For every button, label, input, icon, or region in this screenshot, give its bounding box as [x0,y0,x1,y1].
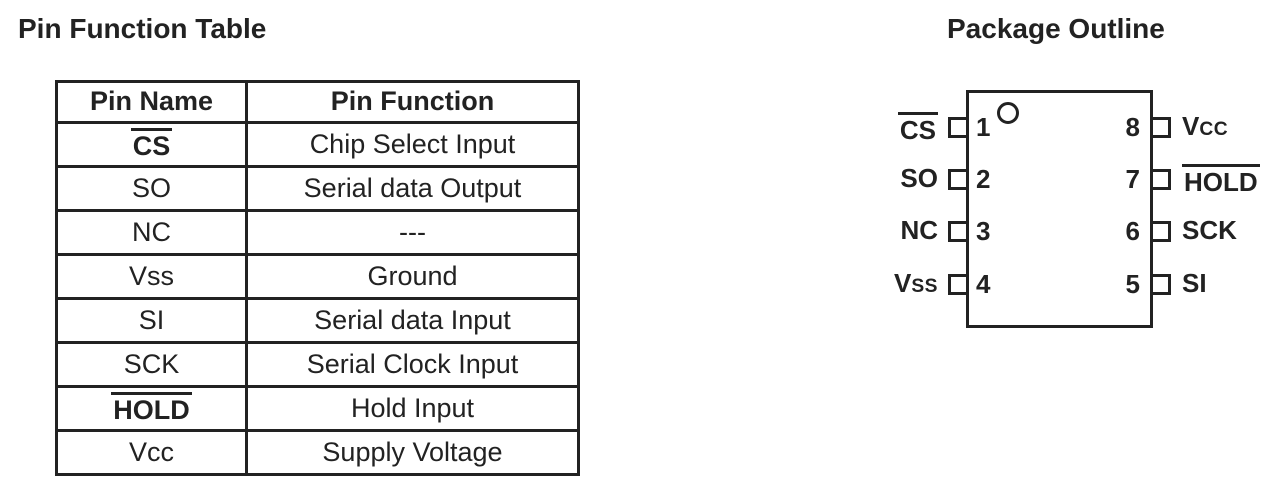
table-row: SI Serial data Input [55,297,580,344]
pin-name-cell: SCK [55,341,248,388]
pin-label-text: SI [138,304,165,335]
pin-function-cell: Serial data Output [245,165,580,212]
pin-label: SI [1182,269,1207,297]
pin-square [948,221,969,242]
pin-number: 4 [976,269,991,299]
pin-name-header: Pin Name [55,80,248,124]
pin-function-cell: Supply Voltage [245,429,580,476]
pin-number: 6 [1125,216,1140,246]
pin-label: NC [790,216,938,244]
pin-function-cell: --- [245,209,580,256]
pin-name-cell: SI [55,297,248,344]
pin-square [948,117,969,138]
pin-label: CS [790,112,938,144]
pin-label: HOLD [1182,164,1260,196]
pin-function-cell: Ground [245,253,580,300]
pin-label-text: HOLD [111,391,192,425]
pin-label-text: SO [131,172,171,203]
table-row: CS Chip Select Input [55,121,580,168]
pin-number: 5 [1125,269,1140,299]
pin-label-text: SI [1182,268,1207,298]
pin-square [1150,221,1171,242]
pin-label-text: Vss [893,268,938,298]
pin-label-text: Vcc [1182,111,1229,141]
pin-label-text: HOLD [1182,164,1260,196]
pin-square [1150,169,1171,190]
pin-square [948,169,969,190]
pin-1-indicator-circle [997,102,1019,124]
pin-function-header: Pin Function [245,80,580,124]
pin-name-cell: Vcc [55,429,248,476]
pin-function-cell: Serial Clock Input [245,341,580,388]
pin-label: SO [790,164,938,192]
package-outline-title: Package Outline [947,13,1165,44]
pin-label: Vcc [1182,112,1228,144]
pin-function-table-title: Pin Function Table [18,13,267,44]
pin-label-text: SCK [123,348,180,379]
pin-function-cell: Serial data Input [245,297,580,344]
ic-body [966,90,1153,328]
pin-label-text: NC [900,215,938,245]
pin-label-text: NC [132,216,171,247]
pin-number: 2 [976,164,991,194]
pin-name-cell: NC [55,209,248,256]
pin-label-text: CS [130,127,173,161]
pin-number: 3 [976,216,991,246]
pin-function-table: Pin Name Pin Function CS Chip Select Inpu… [55,80,580,476]
pin-label-smallcaps: cc [1199,119,1229,140]
pin-number: 7 [1125,164,1140,194]
pin-label: Vss [790,269,938,301]
pin-label-text: Vcc [128,436,174,467]
pin-label: SCK [1182,216,1237,244]
table-header-row: Pin Name Pin Function [55,80,580,124]
pin-function-cell: Chip Select Input [245,121,580,168]
table-row: Vss Ground [55,253,580,300]
pin-label-text: Vss [128,260,174,291]
pin-label-text: SCK [1182,215,1237,245]
pin-square [1150,117,1171,138]
pin-function-cell: Hold Input [245,385,580,432]
pin-label-text: CS [897,112,938,144]
pin-label-smallcaps: ss [911,276,938,297]
table-row: SCK Serial Clock Input [55,341,580,388]
table-row: Vcc Supply Voltage [55,429,580,476]
pin-square [948,274,969,295]
pin-name-cell: CS [55,121,248,168]
table-row: HOLD Hold Input [55,385,580,432]
pin-number: 1 [976,112,991,142]
pin-name-cell: HOLD [55,385,248,432]
table-row: SO Serial data Output [55,165,580,212]
pin-square [1150,274,1171,295]
pin-number: 8 [1125,112,1140,142]
pin-name-cell: Vss [55,253,248,300]
pin-label-text: SO [900,163,938,193]
pin-name-cell: SO [55,165,248,212]
table-row: NC --- [55,209,580,256]
